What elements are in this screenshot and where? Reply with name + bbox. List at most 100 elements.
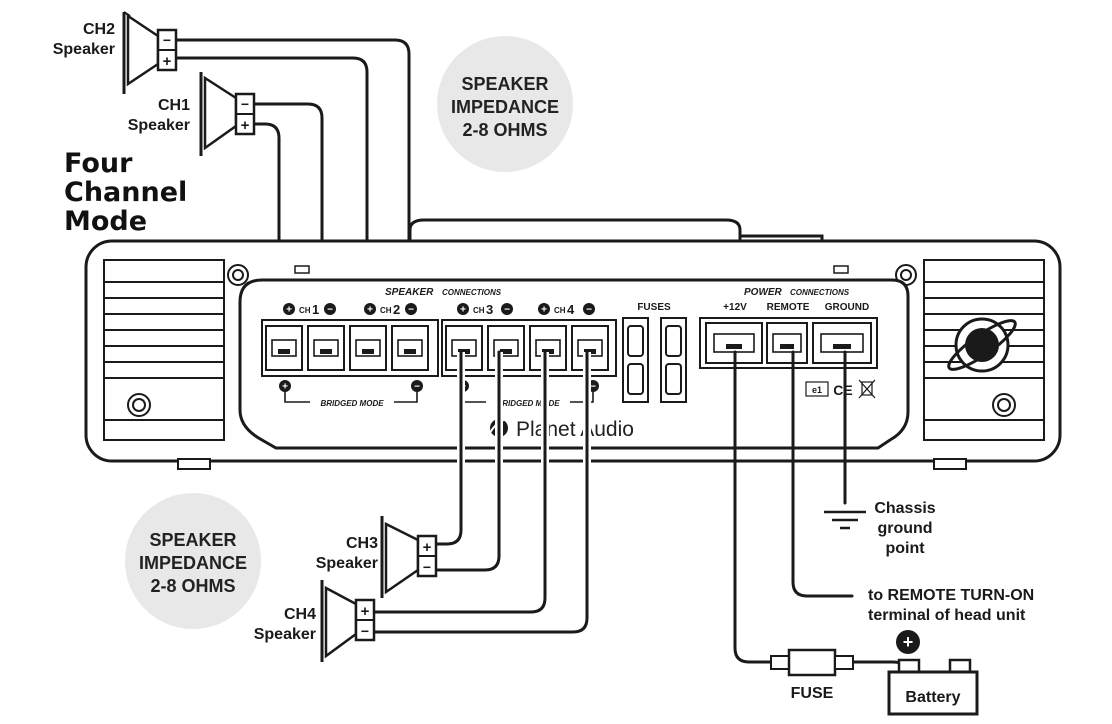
impedance-top-line3: 2-8 OHMS xyxy=(462,120,547,140)
terminal-ch2-minus xyxy=(391,325,429,371)
ch2-speaker-label-line2: Speaker xyxy=(53,41,115,58)
bridged-left-minus: − xyxy=(414,382,420,393)
ch3-label: + CH 3 − xyxy=(457,302,513,317)
power-connections-label: POWER CONNECTIONS xyxy=(744,287,850,298)
ch2-num: 2 xyxy=(393,302,400,317)
power-terminals: +12V REMOTE GROUND xyxy=(699,302,878,369)
chassis-ground-line1: Chassis xyxy=(874,500,935,517)
ch4-speaker-label-line2: Speaker xyxy=(254,626,316,643)
amplifier: SPEAKER CONNECTIONS + CH 1 − + CH 2 − + … xyxy=(84,218,1062,470)
ce-mark: CE xyxy=(833,382,852,398)
impedance-top-line1: SPEAKER xyxy=(461,74,548,94)
right-heatsink xyxy=(895,259,1045,441)
ch3-speaker-label-line2: Speaker xyxy=(316,555,378,572)
speaker-terminal-block-right xyxy=(441,319,617,377)
fuse-label: FUSE xyxy=(791,685,834,702)
ch1-speaker-label-line1: CH1 xyxy=(158,97,190,114)
ch1-speaker-minus: − xyxy=(241,96,249,112)
impedance-bottom-line1: SPEAKER xyxy=(149,530,236,550)
power-12v-label: +12V xyxy=(723,302,747,313)
mode-title: Four Channel Mode xyxy=(64,148,187,237)
inline-fuse: FUSE xyxy=(770,648,854,702)
ch3-plus-sign: + xyxy=(460,305,466,316)
chassis-ground-label: Chassis ground point xyxy=(874,500,935,557)
impedance-note-bottom: SPEAKER IMPEDANCE 2-8 OHMS xyxy=(125,493,261,629)
terminal-ch4-plus xyxy=(529,325,567,371)
ch4-plus-sign: + xyxy=(541,305,547,316)
ch4-minus-sign: − xyxy=(586,305,592,316)
ch1-ch: CH xyxy=(299,306,311,315)
battery-plus-sign: + xyxy=(903,632,914,652)
power-remote-label: REMOTE xyxy=(767,302,810,313)
impedance-bottom-line2: IMPEDANCE xyxy=(139,553,247,573)
power-connections-title: POWER xyxy=(744,287,783,298)
terminal-ch1-plus xyxy=(265,325,303,371)
chassis-ground-line2: ground xyxy=(877,520,932,537)
ch2-speaker-minus: − xyxy=(163,32,171,48)
ch1-label: + CH 1 − xyxy=(283,302,336,317)
speaker-ch3: + − CH3 Speaker xyxy=(316,516,438,598)
ch2-plus-sign: + xyxy=(367,305,373,316)
ch1-speaker-plus: + xyxy=(241,117,250,134)
terminal-ground xyxy=(812,322,872,364)
speaker-connections-label: SPEAKER CONNECTIONS xyxy=(385,287,502,298)
terminal-remote xyxy=(766,322,808,364)
ch4-num: 4 xyxy=(567,302,575,317)
speaker-wires-top xyxy=(175,38,411,320)
mode-title-line3: Mode xyxy=(64,206,147,237)
battery-label: Battery xyxy=(905,689,960,706)
bridged-mode-left-text: BRIDGED MODE xyxy=(320,399,384,408)
impedance-note-top: SPEAKER IMPEDANCE 2-8 OHMS xyxy=(437,36,573,172)
certification-marks: e1 CE xyxy=(805,379,876,399)
speaker-connections-sub: CONNECTIONS xyxy=(442,288,502,297)
brand-name: Planet Audio xyxy=(516,418,634,441)
ch3-speaker-minus: − xyxy=(423,559,431,575)
ch2-minus-sign: − xyxy=(408,305,414,316)
ch4-ch: CH xyxy=(554,306,566,315)
terminal-ch1-minus xyxy=(307,325,345,371)
ch3-minus-sign: − xyxy=(504,305,510,316)
planet-logo-icon xyxy=(947,317,1017,373)
ch2-ch: CH xyxy=(380,306,392,315)
weee-bin-icon xyxy=(858,379,876,399)
ch3-ch: CH xyxy=(473,306,485,315)
speaker-ch4: + − CH4 Speaker xyxy=(254,580,376,662)
ch4-label: + CH 4 − xyxy=(538,302,595,317)
chassis-ground-icon xyxy=(824,510,866,530)
e-mark: e1 xyxy=(812,385,822,395)
speaker-ch2: − + CH2 Speaker xyxy=(53,11,178,94)
impedance-top-line2: IMPEDANCE xyxy=(451,97,559,117)
power-connections-sub: CONNECTIONS xyxy=(790,288,850,297)
mode-title-line1: Four xyxy=(64,148,133,179)
battery: + Battery xyxy=(887,630,979,716)
impedance-bottom-line3: 2-8 OHMS xyxy=(150,576,235,596)
ch4-speaker-plus: + xyxy=(361,603,370,620)
terminal-ch2-plus xyxy=(349,325,387,371)
ch3-speaker-plus: + xyxy=(423,539,432,556)
fuses-label: FUSES xyxy=(637,302,671,313)
ch1-num: 1 xyxy=(312,302,319,317)
channel-labels: + CH 1 − + CH 2 − + CH 3 − + CH xyxy=(283,302,595,317)
ch2-label: + CH 2 − xyxy=(364,302,417,317)
ch3-speaker-label-line1: CH3 xyxy=(346,535,378,552)
power-ground-label: GROUND xyxy=(825,302,869,313)
bridged-mode-right-text: BRIDGED MODE xyxy=(496,399,560,408)
ch1-minus-sign: − xyxy=(327,305,333,316)
remote-turnon-line2: terminal of head unit xyxy=(868,607,1026,624)
fuse-holders: FUSES xyxy=(622,302,687,403)
mode-title-line2: Channel xyxy=(64,177,187,208)
chassis-ground-line3: point xyxy=(885,540,925,557)
bridged-right-minus: − xyxy=(590,382,596,393)
ch3-num: 3 xyxy=(486,302,493,317)
remote-turnon-label: to REMOTE TURN-ON terminal of head unit xyxy=(868,587,1034,624)
speaker-ch1: − + CH1 Speaker xyxy=(128,72,256,156)
bridged-mode-left: + − BRIDGED MODE xyxy=(279,380,423,408)
ch4-speaker-label-line1: CH4 xyxy=(284,606,316,623)
speaker-terminal-block-left xyxy=(261,319,439,377)
ch1-speaker-label-line2: Speaker xyxy=(128,117,190,134)
left-heatsink xyxy=(103,259,249,441)
remote-turnon-line1: to REMOTE TURN-ON xyxy=(868,587,1034,604)
speaker-connections-title: SPEAKER xyxy=(385,287,434,298)
terminal-ch3-minus xyxy=(487,325,525,371)
